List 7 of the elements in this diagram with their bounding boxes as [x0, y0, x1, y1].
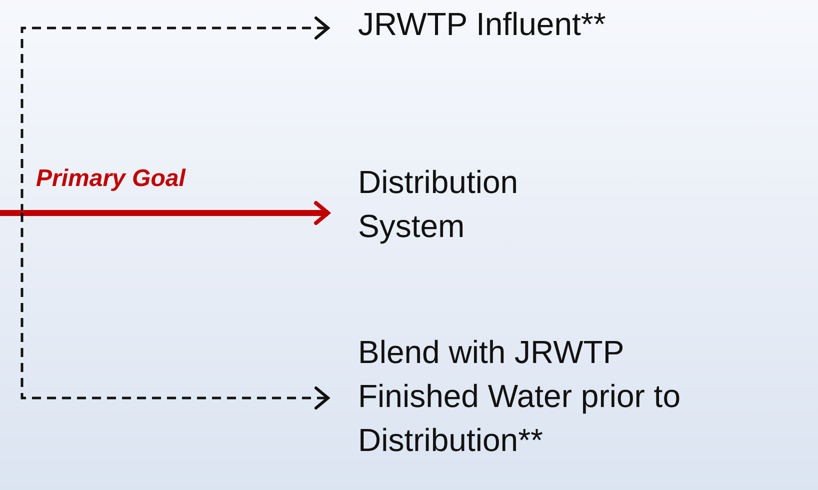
target-label: Blend with JRWTP Finished Water prior to Distribution**: [328, 330, 718, 462]
edge-label: Primary Goal: [36, 165, 186, 193]
target-label: JRWTP Influent**: [328, 2, 738, 46]
target-label: Distribution System: [328, 160, 558, 248]
arrow: [20, 16, 330, 213]
arrow: [20, 213, 330, 410]
arrow: [0, 201, 330, 225]
